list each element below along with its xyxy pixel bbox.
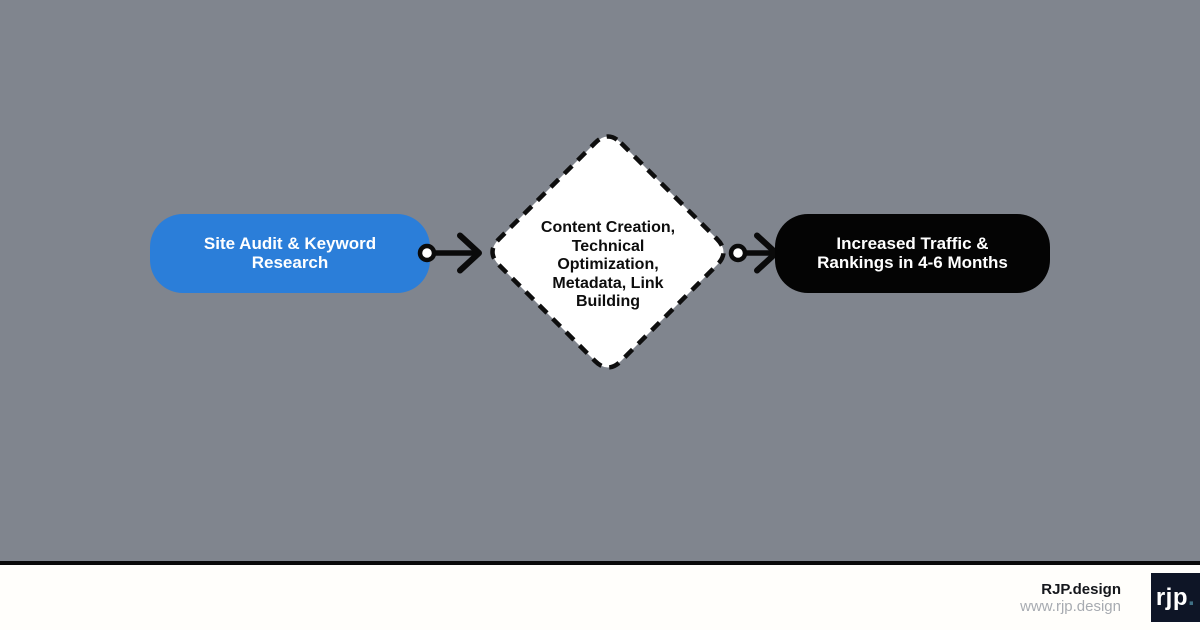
brand-url: www.rjp.design: [1020, 597, 1121, 615]
rjp-logo-dot: .: [1188, 583, 1196, 611]
rjp-logo: rjp.: [1151, 573, 1200, 622]
flow-node-start: Site Audit & Keyword Research: [150, 214, 430, 293]
connector-arrow-left: [417, 232, 482, 274]
diamond-outline: [490, 134, 726, 370]
footer-brand-block: RJP.design www.rjp.design: [1020, 581, 1121, 615]
flow-node-process-label: Content Creation, Technical Optimization…: [540, 219, 676, 310]
flow-node-process-shape: [490, 134, 726, 370]
flow-node-end: Increased Traffic & Rankings in 4-6 Mont…: [775, 214, 1050, 293]
brand-name: RJP.design: [1041, 580, 1121, 598]
arrowhead-icon: [457, 232, 482, 274]
connector-tail-dot: [417, 243, 437, 263]
connector-arrow-right: [728, 232, 779, 274]
rjp-logo-text: rjp: [1155, 583, 1188, 611]
footer-bar: RJP.design www.rjp.design rjp.: [0, 561, 1200, 630]
connector-tail-dot: [728, 243, 748, 263]
